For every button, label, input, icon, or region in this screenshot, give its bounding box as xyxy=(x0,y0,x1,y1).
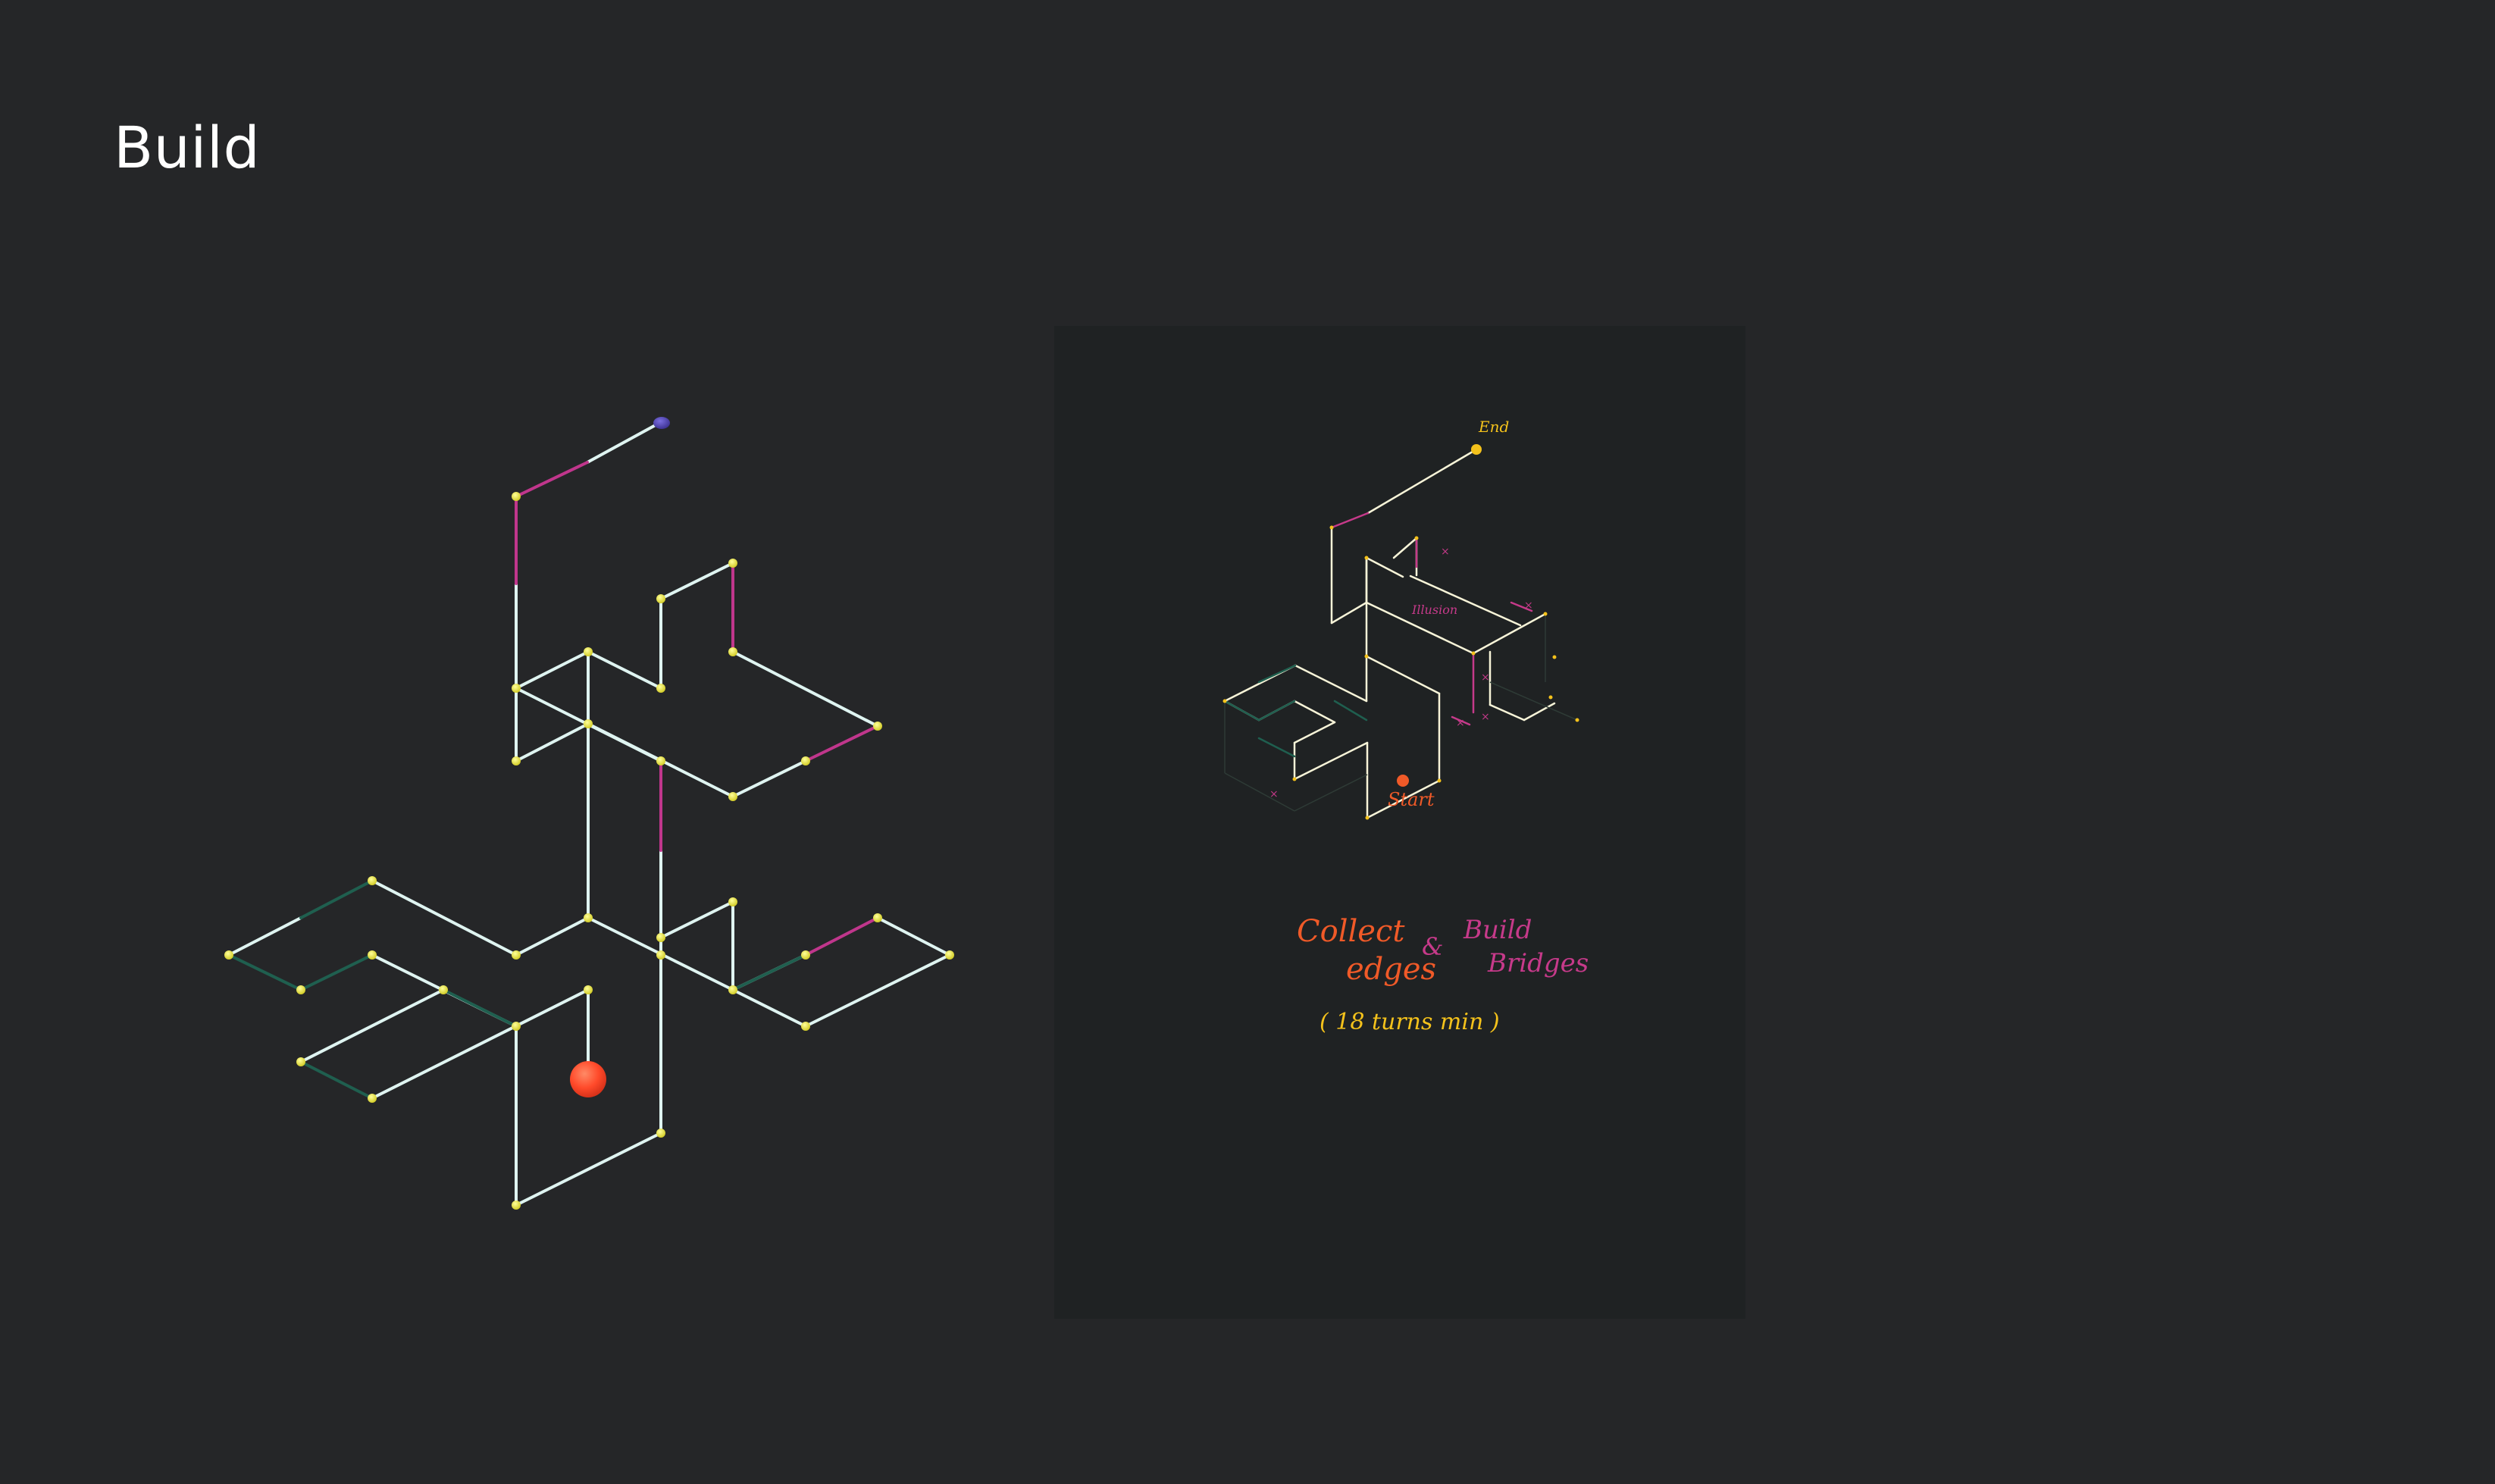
sketch-start-node xyxy=(1397,775,1409,787)
sketch-white-lines xyxy=(1223,448,1556,819)
sketch-label-start: Start xyxy=(1388,789,1435,810)
svg-text:×: × xyxy=(1269,788,1279,800)
sketch-label-illusion: Illusion xyxy=(1411,603,1457,617)
level-sketch: × × × × × × End Start Illusion Collect e… xyxy=(1222,418,1589,1035)
sketch-note-and: & xyxy=(1422,932,1443,961)
sketch-note-build: Build xyxy=(1463,915,1532,945)
sketch-cross-marks: × × × × × × xyxy=(1269,546,1533,800)
game-render-view[interactable] xyxy=(0,0,1031,1484)
sketch-yellow-dots xyxy=(1222,525,1579,820)
sketch-teal-lines xyxy=(1223,664,1368,758)
sketch-end-node xyxy=(1471,444,1482,455)
sketch-note-collect: Collect xyxy=(1297,914,1405,949)
svg-text:×: × xyxy=(1456,717,1465,729)
white-edges xyxy=(227,421,951,1207)
svg-text:×: × xyxy=(1481,711,1490,723)
magenta-edges xyxy=(515,461,879,956)
svg-text:×: × xyxy=(1441,546,1450,558)
sketch-note-edges: edges xyxy=(1346,952,1436,987)
player-ball[interactable] xyxy=(570,1061,606,1097)
sketch-label-end: End xyxy=(1478,418,1509,436)
sketch-magenta-lines xyxy=(1330,512,1533,726)
svg-text:×: × xyxy=(1524,600,1533,612)
sketch-panel: × × × × × × End Start Illusion Collect e… xyxy=(1054,326,1745,1319)
sketch-faint-guides xyxy=(1224,614,1578,812)
sketch-note-bridges: Bridges xyxy=(1487,948,1589,978)
teal-edges xyxy=(227,879,807,1100)
svg-text:×: × xyxy=(1481,672,1490,684)
sketch-note-turns: ( 18 turns min ) xyxy=(1320,1009,1500,1035)
isometric-level-graph xyxy=(224,417,954,1210)
goal-node[interactable] xyxy=(653,417,670,429)
yellow-nodes xyxy=(224,492,954,1210)
page-title: Build xyxy=(114,114,261,181)
